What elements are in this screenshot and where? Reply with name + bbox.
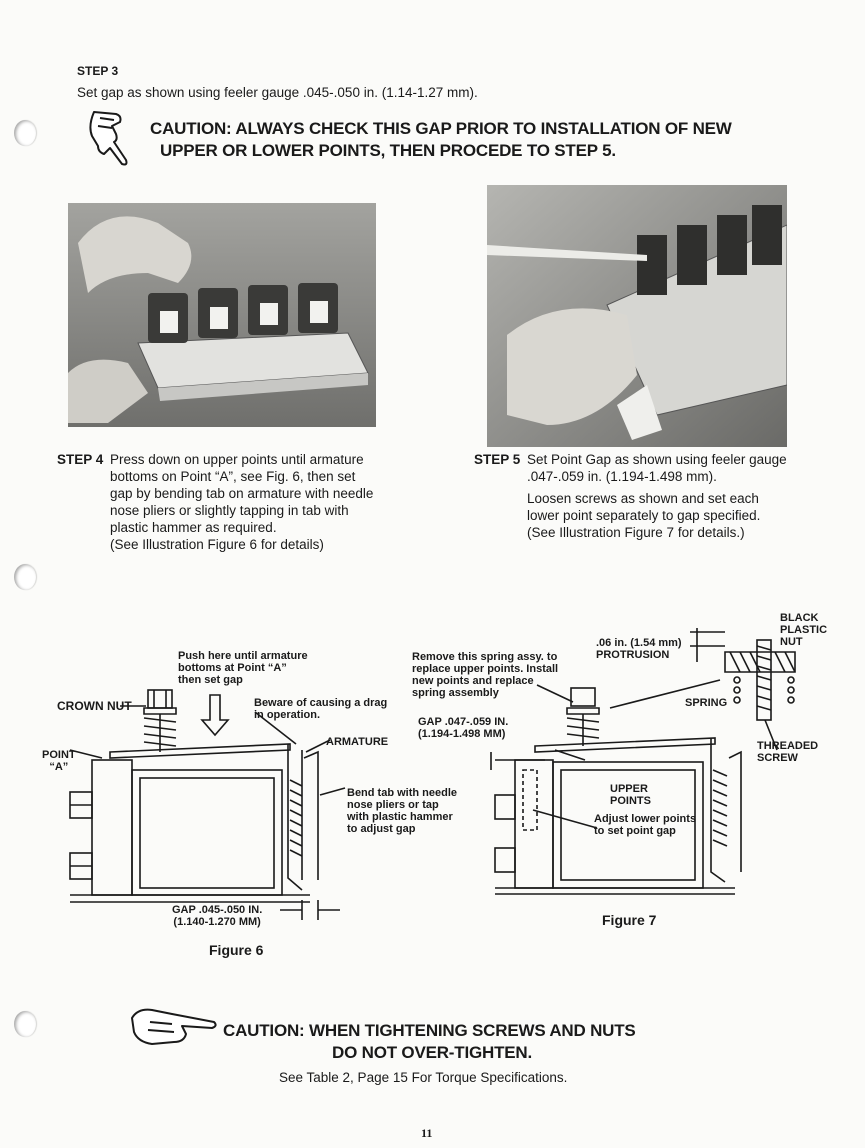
step5-heading: STEP 5 [474, 452, 521, 467]
fig6-point-line: “A” [49, 761, 69, 773]
step3-text: Set gap as shown using feeler gauge .045… [77, 85, 478, 100]
step4-photo [68, 203, 376, 427]
step5-block: STEP 5 Set Point Gap as shown using feel… [474, 451, 814, 561]
fig6-bend-label: Bend tab with needle nose pliers or tap … [347, 787, 457, 835]
step3-heading: STEP 3 [77, 64, 119, 78]
fig7-black-nut-line: NUT [780, 636, 803, 648]
caution2-line2: DO NOT OVER-TIGHTEN. [332, 1043, 533, 1062]
binder-hole [14, 120, 36, 146]
fig6-push-line: then set gap [178, 674, 243, 686]
step4-text: Press down on upper points until armatur… [110, 451, 373, 553]
step4-line: gap by bending tab on armature with need… [110, 486, 374, 501]
caution2-line1: CAUTION: WHEN TIGHTENING SCREWS AND NUTS [223, 1021, 636, 1040]
step5-line: Loosen screws as shown and set each [527, 491, 759, 506]
pointing-hand-icon [86, 108, 156, 172]
fig7-protrusion-label: .06 in. (1.54 mm) PROTRUSION [596, 637, 682, 661]
fig6-gap-label: GAP .045-.050 IN. (1.140-1.270 MM) [172, 904, 262, 928]
fig6-gap-line: (1.140-1.270 MM) [173, 916, 261, 928]
caution1-line1: CAUTION: ALWAYS CHECK THIS GAP PRIOR TO … [150, 119, 732, 138]
fig7-threaded-line: SCREW [757, 752, 798, 764]
figure7-diagram [485, 610, 815, 900]
fig7-adjust-label: Adjust lower points to set point gap [594, 813, 696, 837]
fig7-upper-points-line: UPPER [610, 783, 648, 795]
step4-line: nose pliers or slightly tapping in tab w… [110, 503, 349, 518]
step4-line: plastic hammer as required. [110, 520, 277, 535]
fig6-armature-label: ARMATURE [326, 736, 389, 748]
fig7-protrusion-line: .06 in. (1.54 mm) [596, 637, 682, 649]
fig6-gap-line: GAP .045-.050 IN. [172, 904, 263, 916]
step4-line: bottoms on Point “A”, see Fig. 6, then s… [110, 469, 356, 484]
step4-line: (See Illustration Figure 6 for details) [110, 537, 324, 552]
pointing-hand-icon [128, 1000, 220, 1048]
fig6-bend-line: to adjust gap [347, 823, 416, 835]
caution1-line2: UPPER OR LOWER POINTS, THEN PROCEDE TO S… [160, 141, 616, 160]
binder-hole [14, 564, 36, 590]
fig7-threaded-line: THREADED [757, 740, 819, 752]
fig7-upper-points-line: POINTS [610, 795, 651, 807]
fig6-beware-line: Beware of causing a drag [254, 697, 388, 709]
fig7-black-nut-line: PLASTIC [780, 624, 828, 636]
step5-line: lower point separately to gap specified. [527, 508, 761, 523]
figure7-caption: Figure 7 [602, 912, 657, 928]
fig7-remove-line: replace upper points. Install [412, 663, 559, 675]
fig6-push-line: Push here until armature [178, 650, 308, 662]
fig7-gap-label: GAP .047-.059 IN. (1.194-1.498 MM) [418, 716, 508, 740]
fig7-remove-line: new points and replace [412, 675, 534, 687]
fig7-spring-label: SPRING [685, 697, 728, 709]
fig6-point-label: POINT “A” [42, 749, 76, 773]
fig6-point-line: POINT [42, 749, 76, 761]
step4-heading: STEP 4 [57, 452, 104, 467]
fig6-bend-line: nose pliers or tap [347, 799, 439, 811]
fig7-upper-points-label: UPPER POINTS [610, 783, 651, 807]
step5-text: Set Point Gap as shown using feeler gaug… [527, 451, 787, 541]
figure6-caption: Figure 6 [209, 942, 264, 958]
binder-hole [14, 1011, 36, 1037]
step5-photo [487, 185, 787, 447]
fig6-crown-nut-label: CROWN NUT [57, 699, 132, 713]
fig6-beware-line: in operation. [254, 709, 320, 721]
fig6-bend-line: with plastic hammer [347, 811, 453, 823]
fig6-bend-line: Bend tab with needle [347, 787, 458, 799]
fig7-protrusion-line: PROTRUSION [596, 649, 670, 661]
fig7-adjust-line: Adjust lower points [594, 813, 697, 825]
page-number: 11 [421, 1126, 433, 1140]
figure6-diagram [40, 640, 420, 940]
fig6-beware-label: Beware of causing a drag in operation. [254, 697, 387, 721]
fig7-gap-line: GAP .047-.059 IN. [418, 716, 509, 728]
fig7-gap-line: (1.194-1.498 MM) [418, 728, 506, 740]
fig7-black-nut-label: BLACK PLASTIC NUT [780, 612, 827, 648]
fig7-remove-label: Remove this spring assy. to replace uppe… [412, 651, 558, 699]
fig7-black-nut-line: BLACK [780, 612, 819, 624]
step5-line: .047-.059 in. (1.194-1.498 mm). [527, 469, 717, 484]
fig7-adjust-line: to set point gap [594, 825, 676, 837]
step4-line: Press down on upper points until armatur… [110, 452, 364, 467]
fig7-threaded-label: THREADED SCREW [757, 740, 818, 764]
step4-block: STEP 4 Press down on upper points until … [57, 451, 397, 561]
caution2-note: See Table 2, Page 15 For Torque Specific… [279, 1070, 568, 1085]
fig6-push-line: bottoms at Point “A” [178, 662, 287, 674]
fig6-push-label: Push here until armature bottoms at Poin… [178, 650, 308, 686]
fig7-remove-line: Remove this spring assy. to [412, 651, 558, 663]
step5-line: Set Point Gap as shown using feeler gaug… [527, 452, 787, 467]
step5-line: (See Illustration Figure 7 for details.) [527, 525, 745, 540]
fig7-remove-line: spring assembly [412, 687, 499, 699]
